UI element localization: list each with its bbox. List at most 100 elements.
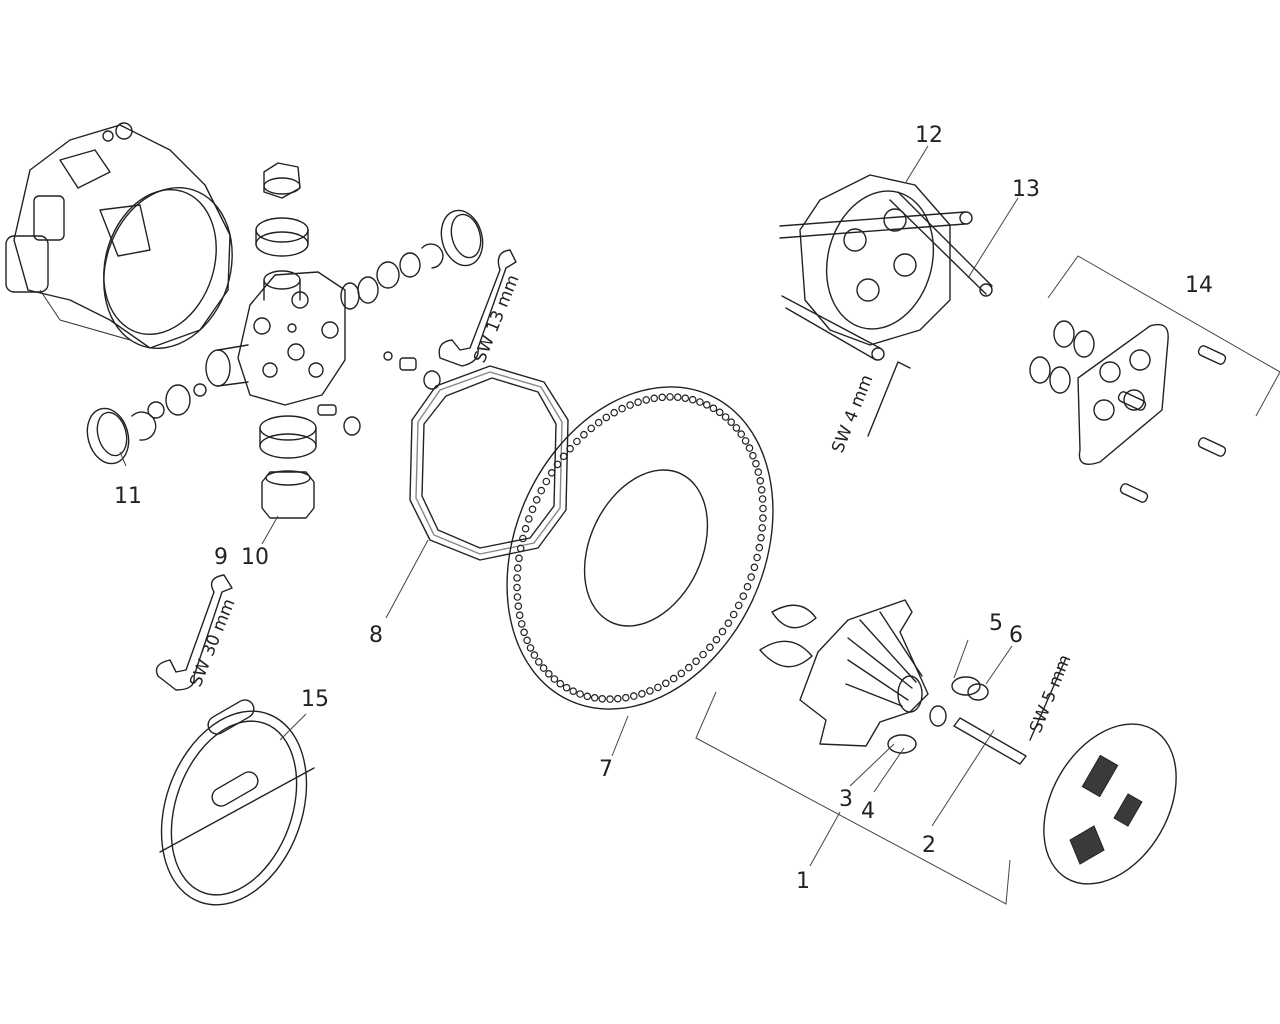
disk-hole <box>598 694 607 703</box>
callout-4: 4 <box>861 799 875 824</box>
instruction-disk <box>1043 723 1177 885</box>
disk-hole <box>629 692 638 700</box>
disk-hole <box>757 533 765 542</box>
disk-hole <box>732 424 741 432</box>
disk-hole <box>594 418 603 427</box>
disk-hole <box>696 398 704 406</box>
disk-hole <box>621 693 630 702</box>
disk-hole <box>734 601 743 610</box>
disk-hole <box>513 593 522 601</box>
disk-hole <box>684 663 693 672</box>
disk-hole <box>626 401 634 409</box>
callouts: 11 9 10 8 7 1 2 3 4 5 6 12 13 14 15 <box>114 123 1213 894</box>
disk-hole <box>677 669 686 678</box>
disk-hole <box>566 444 574 453</box>
disk-hole <box>743 582 752 591</box>
plaster-guard <box>779 174 993 361</box>
disk-hole <box>759 514 767 522</box>
disk-hole <box>618 404 626 413</box>
disk-hole <box>721 413 730 421</box>
disk-hole <box>709 404 718 413</box>
callout-14: 14 <box>1185 273 1213 298</box>
disk-hole <box>547 468 556 477</box>
disk-hole <box>517 620 526 628</box>
valve-body <box>205 270 360 406</box>
disk-hole <box>759 504 767 513</box>
disk-hole <box>681 394 690 403</box>
disk-hole <box>749 451 757 460</box>
disk-hole <box>539 664 548 672</box>
disk-hole <box>610 408 619 417</box>
disk-hole <box>519 534 527 543</box>
disk-hole <box>513 574 521 582</box>
disk-hole <box>658 393 667 402</box>
disk-hole <box>532 495 541 504</box>
disk-hole <box>580 430 588 439</box>
disk-hole <box>559 452 568 461</box>
disk-hole <box>666 393 674 401</box>
disk-hole <box>590 693 599 702</box>
disk-hole <box>562 683 571 692</box>
cartridge-body <box>695 599 1067 905</box>
callout-15: 15 <box>301 687 329 712</box>
disk-hole <box>757 485 766 494</box>
disk-hole <box>718 627 727 636</box>
disk-hole <box>688 395 697 404</box>
callout-7: 7 <box>599 757 613 782</box>
disk-hole <box>753 553 761 562</box>
disk-hole <box>750 563 759 572</box>
disk-hole <box>553 460 562 469</box>
callout-5: 5 <box>989 611 1003 636</box>
disk-hole <box>654 683 662 692</box>
disk-hole <box>646 687 654 695</box>
disk-hole <box>724 619 733 628</box>
disk-hole <box>613 694 622 703</box>
disk-hole <box>699 650 707 659</box>
small-screws <box>317 351 441 436</box>
disk-hole <box>515 554 523 563</box>
disk-hole <box>702 400 711 409</box>
allen-4-label: SW 4 mm <box>828 372 877 456</box>
callout-11: 11 <box>114 484 142 509</box>
disk-hole <box>727 418 736 427</box>
disk-hole <box>528 505 537 514</box>
callout-2: 2 <box>922 833 936 858</box>
disk-hole <box>524 515 533 523</box>
left-fittings <box>86 383 207 465</box>
disk-hole <box>521 524 530 533</box>
disk-hole <box>573 437 581 446</box>
disk-hole <box>741 437 750 445</box>
disk-hole <box>537 486 546 495</box>
wrench-sw13 <box>438 249 517 367</box>
disk-hole <box>715 408 724 417</box>
top-plug <box>255 162 309 257</box>
disk-hole <box>638 689 646 698</box>
callout-10: 10 <box>241 545 269 570</box>
allen-key-sw4 <box>867 361 911 437</box>
adapter-plate <box>1029 255 1280 503</box>
callout-12: 12 <box>915 123 943 148</box>
disk-hole <box>739 592 748 601</box>
perforated-disk <box>506 386 774 710</box>
disk-hole <box>669 674 678 683</box>
disk-hole-ring <box>513 393 767 703</box>
disk-hole <box>550 675 559 683</box>
disk-hole <box>692 657 700 666</box>
disk-hole <box>661 679 670 688</box>
disk-hole <box>513 583 521 592</box>
wrench-30-label: SW 30 mm <box>186 596 239 690</box>
disk-hole <box>747 573 756 581</box>
disk-hole <box>534 658 543 666</box>
callout-1: 1 <box>796 869 810 894</box>
disk-hole <box>642 396 651 404</box>
disk-hole <box>569 687 578 696</box>
leader-lines <box>119 145 1019 867</box>
disk-hole <box>513 564 522 572</box>
disk-hole <box>542 477 551 486</box>
disk-hole <box>530 651 539 659</box>
disk-hole <box>729 610 738 619</box>
disk-hole <box>516 544 525 553</box>
disk-hole <box>544 669 553 678</box>
bottom-nut <box>259 415 317 519</box>
disk-hole <box>520 628 528 637</box>
